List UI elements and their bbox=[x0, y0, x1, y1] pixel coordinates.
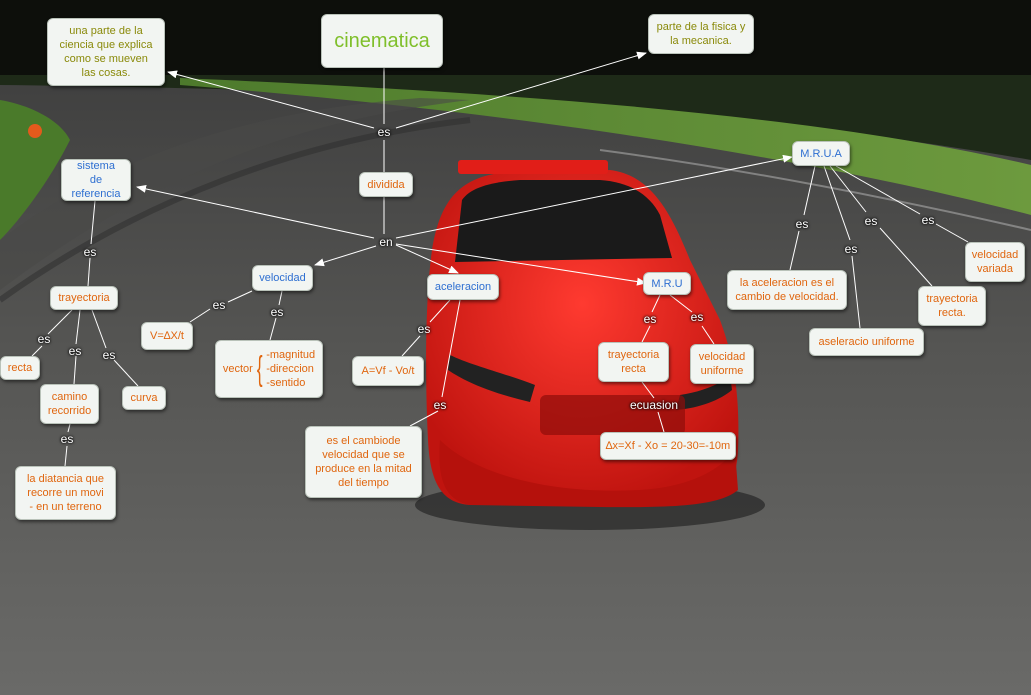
node-formula-a[interactable]: A=Vf - Vo/t bbox=[352, 356, 424, 386]
link-es: es bbox=[434, 398, 447, 412]
brace-icon: { bbox=[257, 352, 263, 386]
link-es: es bbox=[103, 348, 116, 362]
node-trayectoria[interactable]: trayectoria bbox=[50, 286, 118, 310]
link-es: es bbox=[796, 217, 809, 231]
vector-label: vector bbox=[223, 362, 253, 376]
link-es: es bbox=[922, 213, 935, 227]
link-es: es bbox=[84, 245, 97, 259]
node-dividida[interactable]: dividida bbox=[359, 172, 413, 197]
node-recta[interactable]: recta bbox=[0, 356, 40, 380]
vector-sentido: -sentido bbox=[266, 377, 305, 389]
node-camino-recorrido[interactable]: camino recorrido bbox=[40, 384, 99, 424]
link-es: es bbox=[69, 344, 82, 358]
vector-components: -magnitud -direccion -sentido bbox=[266, 348, 315, 390]
vector-magnitud: -magnitud bbox=[266, 349, 315, 361]
link-es: es bbox=[865, 214, 878, 228]
node-formula-v[interactable]: V=∆X/t bbox=[141, 322, 193, 350]
node-physics[interactable]: parte de la fisica y la mecanica. bbox=[648, 14, 754, 54]
link-es: es bbox=[271, 305, 284, 319]
link-es: es bbox=[418, 322, 431, 336]
node-mrua-trayectoria[interactable]: trayectoria recta. bbox=[918, 286, 986, 326]
link-es: es bbox=[61, 432, 74, 446]
node-mru[interactable]: M.R.U bbox=[643, 272, 691, 295]
link-en: en bbox=[379, 235, 392, 249]
node-mru-velocidad[interactable]: velocidad uniforme bbox=[690, 344, 754, 384]
node-curva[interactable]: curva bbox=[122, 386, 166, 410]
link-es: es bbox=[691, 310, 704, 324]
node-mrua-uniforme[interactable]: aseleracio uniforme bbox=[809, 328, 924, 356]
link-es: es bbox=[38, 332, 51, 346]
node-mru-ecuacion[interactable]: ∆x=Xf - Xo = 20-30=-10m bbox=[600, 432, 736, 460]
link-es: es bbox=[845, 242, 858, 256]
link-es: es bbox=[378, 125, 391, 139]
node-mru-trayectoria[interactable]: trayectoria recta bbox=[598, 342, 669, 382]
link-es: es bbox=[213, 298, 226, 312]
node-definition[interactable]: una parte de la ciencia que explica como… bbox=[47, 18, 165, 86]
vector-direccion: -direccion bbox=[266, 363, 314, 375]
node-sistema-referencia[interactable]: sistema de referencia bbox=[61, 159, 131, 201]
node-aceleracion[interactable]: aceleracion bbox=[427, 274, 499, 300]
node-distancia[interactable]: la diatancia que recorre un movi - en un… bbox=[15, 466, 116, 520]
node-mrua-definicion[interactable]: la aceleracion es el cambio de velocidad… bbox=[727, 270, 847, 310]
node-mrua[interactable]: M.R.U.A bbox=[792, 141, 850, 166]
node-cambio-velocidad[interactable]: es el cambiode velocidad que se produce … bbox=[305, 426, 422, 498]
link-ecuasion: ecuasion bbox=[630, 398, 678, 412]
node-vector[interactable]: vector { -magnitud -direccion -sentido bbox=[215, 340, 323, 398]
node-cinematica[interactable]: cinematica bbox=[321, 14, 443, 68]
link-es: es bbox=[644, 312, 657, 326]
node-velocidad[interactable]: velocidad bbox=[252, 265, 313, 291]
node-mrua-velocidad[interactable]: velocidad variada bbox=[965, 242, 1025, 282]
